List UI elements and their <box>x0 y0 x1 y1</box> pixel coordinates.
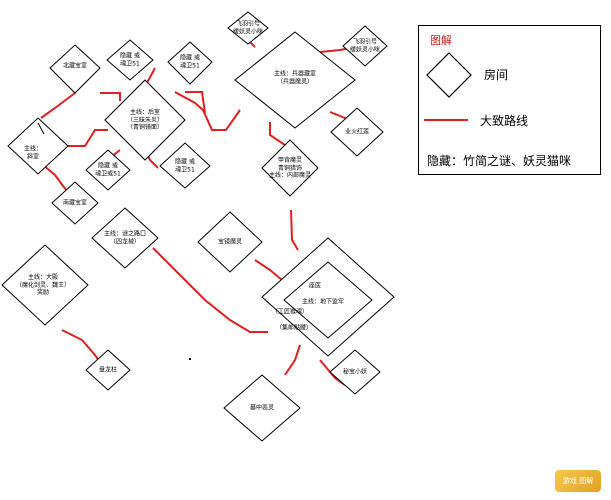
room-label-armor-gate: 甲背魔灵 青铜猎饰 主线：内部魔灵 <box>262 157 318 180</box>
route-line <box>254 259 283 281</box>
room-label-secret-fox: 秘宝小妖 <box>342 368 368 376</box>
room-text: 飞羽引号 缓妖灵小咪 <box>349 38 380 54</box>
room-label-underground: 主线：地下监牢 <box>301 298 345 306</box>
room-text: 隐藏 或 魂卫或51 <box>95 162 121 178</box>
room-text: 主线：大殿 （魔化剑灵、魏王） 奖励 <box>15 273 70 296</box>
room-text: 主线：兵器藏室 （兵器魔灵） <box>273 70 316 86</box>
room-diamond <box>167 41 213 85</box>
room-diamond <box>283 261 373 339</box>
room-label-west-treasure: 北藏宝室 <box>62 62 88 70</box>
room-diamond <box>104 79 186 161</box>
room-diamond <box>159 142 211 189</box>
room-text: 主线：谜之路口 （四龙械） <box>103 230 146 246</box>
room-label-maze-road: 主线：谜之路口 （四龙械） <box>95 231 155 246</box>
room-label-bronze-mirror: 宝镜魔灵 <box>217 238 243 246</box>
room-label-south-treasure: 南藏宝室 <box>62 199 88 207</box>
room-label-main-corner: 主线： 斜室 <box>18 146 48 161</box>
room-diamond <box>1 244 89 326</box>
route-line <box>152 247 268 333</box>
legend-room-label: 房间 <box>484 68 509 82</box>
room-text: 隐藏 或 魂卫51 <box>180 54 200 70</box>
room-label-hidden-3: 隐藏 或 魂卫或51 <box>88 163 128 178</box>
room-label-feiyu-2: 飞羽引号 缓妖灵小咪 <box>343 39 387 54</box>
room-diamond <box>234 31 356 129</box>
room-label-red-fire: 业火红莲 <box>344 128 370 136</box>
route-line <box>284 344 301 376</box>
room-label-hidden-2: 隐藏 或 魂卫51 <box>170 55 210 70</box>
route-line <box>40 92 76 119</box>
room-text: 隐藏 或 魂卫51 <box>175 158 195 174</box>
room-diamond <box>330 107 384 157</box>
route-line <box>174 91 241 131</box>
room-diamond <box>85 149 131 191</box>
room-label-tomb-evil: 墓中恶灵 <box>249 404 275 412</box>
room-label-dragon-pillar: 盘龙柱 <box>98 366 118 374</box>
room-label-hidden-4: 隐藏 或 魂卫51 <box>165 159 205 174</box>
room-label-hidden-1: 隐藏 或 魂卫51 <box>110 53 150 68</box>
room-label-main-back: 主线：后室 （三昧朱炎） （青铜镜面） <box>115 109 175 132</box>
legend-title: 图解 <box>430 34 452 47</box>
watermark-logo: 游戏 图解 <box>555 470 601 492</box>
room-label-feiyu-1: 飞羽引号 缓妖灵小咪 <box>226 21 270 36</box>
room-text: 飞羽引号 缓妖灵小咪 <box>232 20 263 36</box>
room-diamond <box>227 11 269 45</box>
room-diamond <box>7 117 69 175</box>
room-label-skeletons: （集郎骷髅） <box>275 324 313 332</box>
room-diamond <box>197 211 263 273</box>
legend-route-line-icon <box>424 119 468 121</box>
stray-dot <box>189 358 191 360</box>
room-label-great-hall: 主线：大殿 （魔化剑灵、魏王） 奖励 <box>10 274 76 297</box>
room-label-workshop: （工匠猴魂） <box>271 308 309 316</box>
room-diamond <box>223 374 301 442</box>
room-diamond <box>51 181 99 225</box>
legend-route-label: 大致路线 <box>480 114 529 128</box>
route-line <box>185 91 206 114</box>
marker-line <box>37 122 45 135</box>
room-diamond <box>329 349 381 395</box>
room-label-gears: 座医 <box>308 282 322 290</box>
room-diamond <box>106 39 154 81</box>
route-lines <box>40 37 356 386</box>
room-label-armory: 主线：兵器藏室 （兵器魔灵） <box>260 71 330 86</box>
room-text: 主线： 斜室 <box>23 145 42 161</box>
room-diamond <box>49 44 101 94</box>
route-line <box>290 209 299 251</box>
room-diamond <box>91 207 159 269</box>
room-diamond <box>261 139 319 197</box>
room-text: 甲背魔灵 青铜猎饰 主线：内部魔灵 <box>268 156 311 179</box>
room-diamond <box>342 25 388 67</box>
legend-room-diamond-icon <box>426 52 472 98</box>
route-line <box>100 92 121 101</box>
room-diamond <box>85 349 131 391</box>
route-line <box>68 129 108 147</box>
room-text: 主线：后室 （三昧朱炎） （青铜镜面） <box>126 108 163 131</box>
legend-panel <box>418 25 601 175</box>
legend-hidden-label: 隐藏：竹简之谜、妖灵猫咪 <box>427 154 572 168</box>
room-text: 隐藏 或 魂卫51 <box>120 52 140 68</box>
